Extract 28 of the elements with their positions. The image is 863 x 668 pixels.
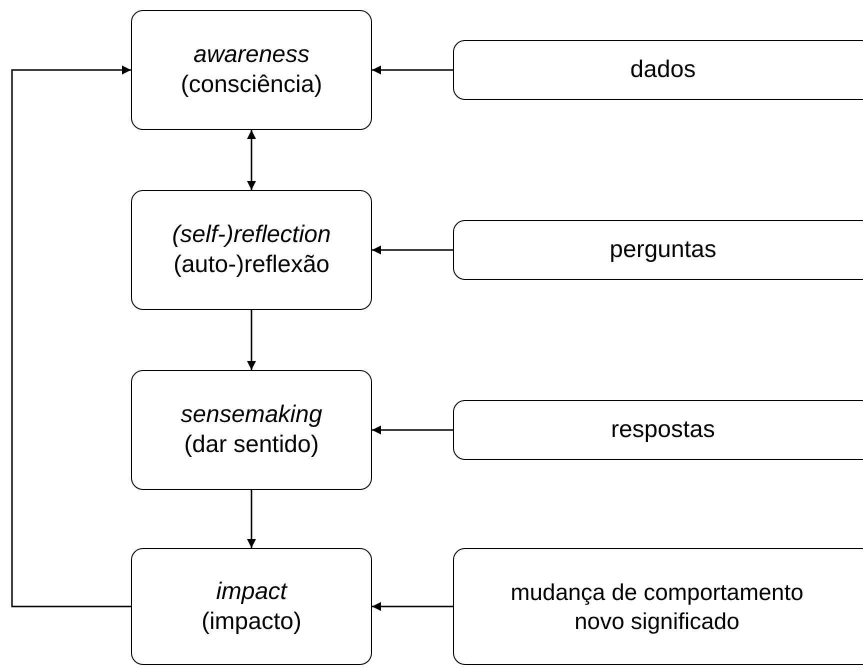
process-box bbox=[131, 190, 372, 310]
arrow bbox=[372, 66, 453, 74]
arrow bbox=[247, 130, 256, 190]
arrow bbox=[247, 490, 256, 548]
arrow bbox=[372, 246, 453, 254]
node-label: mudança de comportamento novo significado bbox=[510, 578, 804, 636]
node-label: (consciência) bbox=[180, 70, 322, 100]
input-box bbox=[453, 548, 863, 665]
process-box bbox=[131, 548, 372, 665]
arrow bbox=[11, 66, 131, 608]
arrow bbox=[247, 310, 256, 370]
input-box bbox=[453, 40, 863, 100]
arrow bbox=[372, 426, 453, 434]
node-title: awareness bbox=[193, 40, 310, 70]
node-label: (auto-)reflexão bbox=[173, 250, 330, 280]
node-title: sensemaking bbox=[180, 400, 322, 430]
node-label: respostas bbox=[610, 415, 716, 445]
process-box bbox=[131, 10, 372, 130]
node-label: (impacto) bbox=[201, 606, 302, 636]
input-box bbox=[453, 400, 863, 460]
node-title: (self-)reflection bbox=[172, 220, 331, 250]
process-box bbox=[131, 370, 372, 490]
input-box bbox=[453, 220, 863, 280]
node-label: perguntas bbox=[610, 235, 716, 265]
arrow bbox=[372, 602, 453, 611]
node-label: dados bbox=[630, 55, 696, 85]
node-title: impact bbox=[216, 576, 287, 606]
node-label: (dar sentido) bbox=[184, 430, 319, 460]
